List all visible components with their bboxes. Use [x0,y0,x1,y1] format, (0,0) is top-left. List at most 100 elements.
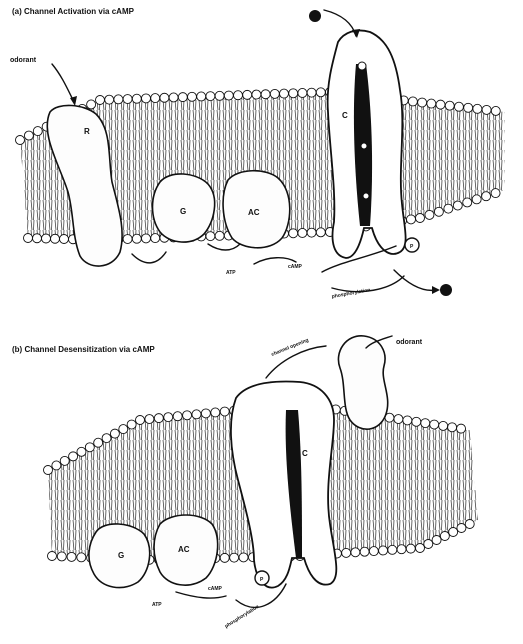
lipid-head-bottom-a [151,234,160,243]
lipid-head-bottom-b [440,532,449,541]
channel-opening-label-b: channel opening [271,337,310,357]
lipid-head-top-b [403,416,412,425]
lipid-head-top-a [123,95,132,104]
lipid-head-top-b [85,443,94,452]
lipid-head-top-a [105,95,114,104]
lipid-head-top-a [307,88,316,97]
lipid-head-top-b [60,456,69,465]
cyclase-label-b: AC [178,545,190,554]
lipid-head-bottom-a [453,201,462,210]
lipid-head-top-b [94,438,103,447]
lipid-head-top-a [280,89,289,98]
lipid-head-bottom-a [51,234,60,243]
lipid-head-top-a [178,93,187,102]
lipid-head-bottom-a [132,234,141,243]
lipid-head-bottom-b [351,548,360,557]
lipid-head-bottom-b [465,520,474,529]
lipid-head-bottom-a [491,189,500,198]
channel-label-b: C [302,449,308,458]
lipid-head-top-a [206,92,215,101]
lipid-head-bottom-b [457,524,466,533]
lipid-head-top-a [445,101,454,110]
lipid-head-bottom-a [206,232,215,241]
ion-inside-a [440,284,452,296]
lipid-head-bottom-b [360,547,369,556]
signal-arrow-g-to-ac-a [208,244,240,250]
lipid-head-top-b [412,417,421,426]
lipid-head-top-b [448,423,457,432]
odorant-label-a: odorant [10,57,37,64]
ion-in-pore-1 [358,62,366,70]
lipid-head-top-b [77,447,86,456]
atp-label-a: ATP [226,270,236,276]
lipid-head-top-b [69,452,78,461]
lipid-head-top-b [44,466,53,475]
lipid-head-top-a [132,94,141,103]
lipid-head-bottom-a [472,195,481,204]
lipid-head-top-a [169,93,178,102]
g-protein-label-b: G [118,551,124,560]
lipid-head-top-b [154,414,163,423]
lipid-head-top-a [215,91,224,100]
lipid-head-top-b [201,409,210,418]
lipid-head-bottom-b [67,552,76,561]
lipid-head-bottom-a [482,192,491,201]
lipid-head-top-b [457,424,466,433]
lipid-head-top-a [316,88,325,97]
lipid-head-bottom-a [60,235,69,244]
lipid-head-bottom-a [407,215,416,224]
lipid-head-top-b [430,420,439,429]
odorant-arrow-a [52,64,74,102]
lipid-head-top-b [220,407,229,416]
signal-arrow-r-to-g-a [132,252,166,263]
lipid-head-top-a [96,96,105,105]
lipid-head-bottom-b [424,540,433,549]
ion-exit-arrow-a [394,270,436,290]
lipid-head-bottom-b [369,547,378,556]
lipid-head-top-a [188,92,197,101]
lipid-head-top-a [151,94,160,103]
lipid-head-top-a [197,92,206,101]
camp-label-a: cAMP [288,264,303,270]
lipid-head-bottom-b [379,546,388,555]
lipid-head-bottom-a [42,234,51,243]
lipid-head-bottom-b [432,536,441,545]
lipid-head-top-b [211,408,220,417]
lipid-head-bottom-a [307,228,316,237]
lipid-head-top-a [252,90,261,99]
ion-exit-arrowhead-a [432,286,440,294]
lipid-head-top-a [289,89,298,98]
ion-outside-a [309,10,321,22]
camp-to-channel-arrow-a [322,246,396,272]
lipid-head-top-a [24,131,33,140]
lipid-head-top-b [173,412,182,421]
lipid-head-top-b [52,461,61,470]
lipid-head-top-a [33,127,42,136]
lipid-head-bottom-b [449,528,458,537]
lipid-head-top-a [234,91,243,100]
lipid-head-bottom-a [289,229,298,238]
lipid-head-bottom-b [220,553,229,562]
ion-in-pore-3 [363,193,369,199]
lipid-head-top-b [164,413,173,422]
lipid-head-top-a [408,97,417,106]
lipid-head-top-b [102,434,111,443]
ion-in-pore-2 [361,143,367,149]
lipid-head-top-a [473,104,482,113]
lipid-head-top-b [394,415,403,424]
lipid-head-bottom-a [425,210,434,219]
phosphorylation-arrow-b [236,584,286,607]
lipid-head-bottom-a [316,228,325,237]
lipid-head-bottom-b [388,545,397,554]
lipid-head-top-a [16,136,25,145]
lipid-head-top-b [136,416,145,425]
lipid-head-top-b [119,425,128,434]
lipid-head-top-b [183,411,192,420]
lipid-head-bottom-a [444,204,453,213]
phosphorylation-label-b: phosphorylation [224,604,260,630]
lipid-head-top-a [436,100,445,109]
lipid-head-bottom-a [416,214,425,223]
atp-to-camp-arrow-b [176,592,226,598]
lipid-head-bottom-b [48,552,57,561]
